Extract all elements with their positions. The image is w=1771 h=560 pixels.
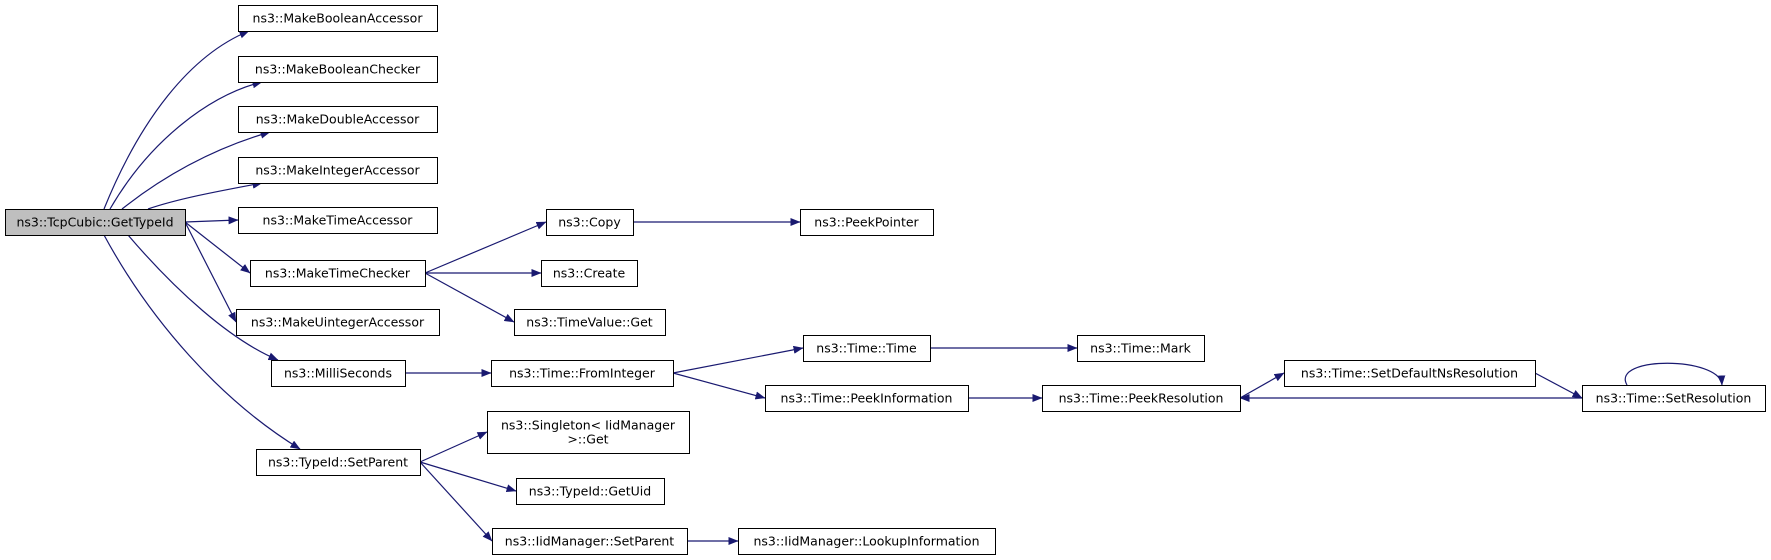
call-edges [103, 30, 1726, 545]
node-label: ns3::Create [553, 266, 626, 281]
node-label: ns3::MakeTimeAccessor [263, 213, 414, 228]
node-label: ns3::Time::FromInteger [509, 366, 656, 381]
edge-root-to-mbc [109, 80, 263, 210]
node-box [5, 209, 186, 236]
edge-fromint-to-time [672, 345, 804, 374]
node-sp[interactable]: ns3::TypeId::SetParent [256, 449, 421, 476]
node-box [491, 360, 674, 387]
node-setres[interactable]: ns3::Time::SetResolution [1582, 385, 1766, 412]
edge-sp-to-sget [419, 431, 488, 463]
edge-setdef-to-setres [1534, 372, 1583, 399]
node-box [1582, 385, 1766, 412]
edge-sp-to-iidsp [419, 461, 493, 542]
node-peekinfo[interactable]: ns3::Time::PeekInformation [765, 385, 969, 412]
node-peekres[interactable]: ns3::Time::PeekResolution [1042, 385, 1241, 412]
edge-root-to-ms [127, 234, 279, 361]
edge-root-to-mia [147, 180, 263, 210]
node-mia[interactable]: ns3::MakeIntegerAccessor [238, 157, 438, 184]
node-box [256, 449, 421, 476]
edge-root-to-mtc [184, 221, 251, 274]
node-box [238, 106, 438, 133]
node-root[interactable]: ns3::TcpCubic::GetTypeId [5, 209, 186, 236]
node-sget[interactable]: ns3::Singleton< IidManager>::Get [487, 411, 690, 454]
node-mua[interactable]: ns3::MakeUintegerAccessor [236, 309, 440, 336]
node-label: ns3::Singleton< IidManager [501, 418, 676, 433]
node-box [546, 209, 634, 236]
node-peekptr[interactable]: ns3::PeekPointer [800, 209, 934, 236]
node-box [238, 56, 438, 83]
node-box [487, 411, 690, 454]
node-time[interactable]: ns3::Time::Time [803, 335, 931, 362]
node-mta[interactable]: ns3::MakeTimeAccessor [238, 207, 438, 234]
node-label: ns3::Time::SetDefaultNsResolution [1301, 366, 1518, 381]
node-box [250, 260, 426, 287]
edge-peekres-to-setdef [1239, 372, 1285, 399]
node-lookup[interactable]: ns3::IidManager::LookupInformation [738, 528, 996, 555]
node-box [238, 5, 438, 32]
node-fromint[interactable]: ns3::Time::FromInteger [491, 360, 674, 387]
node-label: ns3::Copy [558, 215, 621, 230]
node-copy[interactable]: ns3::Copy [546, 209, 634, 236]
node-label: ns3::Time::PeekInformation [781, 391, 953, 406]
node-label: ns3::IidManager::LookupInformation [753, 534, 979, 549]
node-box [271, 360, 406, 387]
node-ms[interactable]: ns3::MilliSeconds [271, 360, 406, 387]
edge-sp-to-getuid [419, 461, 517, 493]
node-box [238, 207, 438, 234]
node-box [1284, 360, 1536, 387]
edge-root-to-mta [184, 216, 239, 225]
node-box [541, 260, 638, 287]
node-box [800, 209, 934, 236]
node-label: ns3::Time::SetResolution [1596, 391, 1752, 406]
node-label: ns3::TimeValue::Get [526, 315, 653, 330]
node-box [238, 157, 438, 184]
node-label: ns3::MakeBooleanChecker [255, 62, 421, 77]
node-label: ns3::Time::Time [816, 341, 917, 356]
node-label: ns3::Time::Mark [1090, 341, 1191, 356]
node-label: >::Get [567, 432, 608, 447]
node-label: ns3::PeekPointer [814, 215, 919, 230]
node-box [492, 528, 688, 555]
node-label: ns3::MakeUintegerAccessor [251, 315, 425, 330]
node-label: ns3::Time::PeekResolution [1059, 391, 1224, 406]
node-box [803, 335, 931, 362]
edge-mtc-to-copy [424, 221, 547, 274]
call-nodes: ns3::TcpCubic::GetTypeId ns3::MakeBoolean… [5, 5, 1766, 555]
node-setdef[interactable]: ns3::Time::SetDefaultNsResolution [1284, 360, 1536, 387]
node-mda[interactable]: ns3::MakeDoubleAccessor [238, 106, 438, 133]
node-box [765, 385, 969, 412]
edge-root-to-mda [121, 130, 271, 210]
node-label: ns3::TypeId::GetUid [529, 484, 651, 499]
node-label: ns3::MakeDoubleAccessor [256, 112, 420, 127]
node-mba[interactable]: ns3::MakeBooleanAccessor [238, 5, 438, 32]
node-box [236, 309, 440, 336]
node-label: ns3::MakeTimeChecker [265, 266, 411, 281]
edge-fromint-to-peekinfo [672, 372, 766, 400]
node-box [738, 528, 996, 555]
edge-root-to-sp [103, 234, 301, 450]
node-label: ns3::MilliSeconds [284, 366, 392, 381]
node-label: ns3::TypeId::SetParent [268, 455, 408, 470]
node-getuid[interactable]: ns3::TypeId::GetUid [516, 478, 665, 505]
node-label: ns3::IidManager::SetParent [505, 534, 675, 549]
node-label: ns3::TcpCubic::GetTypeId [16, 215, 173, 230]
edge-mtc-to-tvget [424, 272, 515, 323]
node-create[interactable]: ns3::Create [541, 260, 638, 287]
node-mark[interactable]: ns3::Time::Mark [1077, 335, 1205, 362]
node-box [1077, 335, 1205, 362]
node-tvget[interactable]: ns3::TimeValue::Get [514, 309, 666, 336]
node-mbc[interactable]: ns3::MakeBooleanChecker [238, 56, 438, 83]
node-iidsp[interactable]: ns3::IidManager::SetParent [492, 528, 688, 555]
node-mtc[interactable]: ns3::MakeTimeChecker [250, 260, 426, 287]
node-label: ns3::MakeBooleanAccessor [253, 11, 424, 26]
node-box [514, 309, 666, 336]
edge-root-to-mua [184, 221, 237, 323]
edge-setres-to-setres [1624, 362, 1726, 386]
edge-root-to-mba [103, 30, 250, 210]
node-box [516, 478, 665, 505]
node-box [1042, 385, 1241, 412]
node-label: ns3::MakeIntegerAccessor [255, 163, 420, 178]
